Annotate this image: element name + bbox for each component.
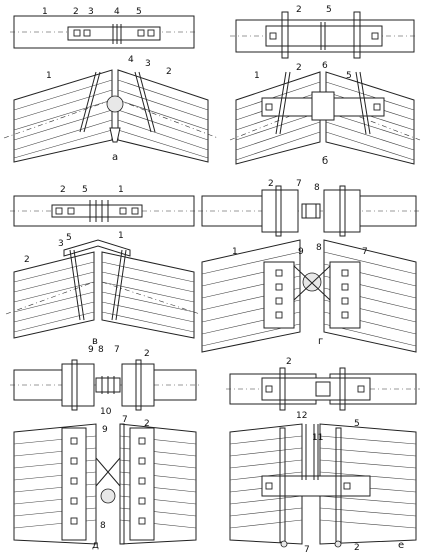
splice-plate: [265, 25, 383, 47]
splice-plate: [261, 475, 371, 497]
elevation-d: [13, 423, 197, 545]
label: 9: [102, 425, 108, 435]
label: 1: [118, 231, 124, 241]
label: 2: [144, 349, 150, 359]
label: 11: [312, 433, 323, 443]
label: 12: [296, 411, 307, 421]
label: 2: [354, 543, 360, 553]
label: 8: [100, 521, 106, 531]
panel-v: 2 5 1 2 3 5 1 в: [5, 185, 201, 347]
hinge-pin: [302, 272, 322, 292]
label: 7: [362, 247, 368, 257]
elevation-v: [5, 239, 201, 339]
label: 2: [24, 255, 30, 265]
panel-caption: а: [112, 152, 118, 163]
label: 2: [286, 357, 292, 367]
label: 2: [268, 179, 274, 189]
label: 3: [58, 239, 64, 249]
elevation-e: [229, 423, 417, 548]
label: 4: [128, 55, 134, 65]
label: 4: [114, 7, 120, 17]
label: 5: [66, 233, 72, 243]
splice-plate: [63, 239, 131, 257]
label: 7: [114, 345, 120, 355]
label: 7: [122, 415, 128, 425]
label: 1: [254, 71, 260, 81]
label: 7: [304, 545, 310, 555]
label: 2: [296, 63, 302, 73]
elevation-g: [201, 239, 417, 353]
label: 5: [82, 185, 88, 195]
label: 2: [296, 5, 302, 15]
panel-e: 2 12 11 5 7 2 е: [226, 357, 420, 555]
label: 5: [326, 5, 332, 15]
panel-caption: д: [92, 540, 99, 551]
label: 5: [354, 419, 360, 429]
panel-d: 9 8 7 2 10 9 7 2 8 д: [10, 345, 200, 551]
label: 3: [88, 7, 94, 17]
hinge-link: [301, 203, 321, 219]
label: 8: [316, 243, 322, 253]
panel-b: 2 5 1 2 6 5 б: [229, 5, 421, 167]
label: 2: [73, 7, 79, 17]
splice-plate: [67, 26, 161, 41]
panel-caption: б: [322, 156, 328, 167]
hinge-pin: [100, 488, 116, 504]
label: 10: [100, 407, 112, 417]
label: 8: [98, 345, 104, 355]
label: 7: [296, 179, 302, 189]
panel-caption: в: [92, 336, 98, 347]
panel-g: 2 7 8 1 9 8 7 г: [198, 179, 420, 353]
label: 5: [346, 71, 352, 81]
label: 9: [88, 345, 94, 355]
splice-plate: [51, 204, 143, 218]
label: 2: [144, 419, 150, 429]
panel-a: 1 2 3 4 5 1 4 3 2 а: [3, 7, 219, 163]
label: 9: [298, 247, 304, 257]
hinge-pin: [106, 95, 124, 113]
label: 1: [42, 7, 48, 17]
panel-caption: г: [318, 336, 323, 347]
label: 1: [46, 71, 52, 81]
label: 3: [145, 59, 151, 69]
label: 6: [322, 61, 328, 71]
panel-caption: е: [398, 540, 404, 551]
label: 5: [136, 7, 142, 17]
label: 1: [118, 185, 124, 195]
label: 1: [232, 247, 238, 257]
label: 2: [166, 67, 172, 77]
elevation-a: [3, 69, 219, 163]
label: 2: [60, 185, 66, 195]
label: 8: [314, 183, 320, 193]
elevation-b: [229, 71, 421, 165]
